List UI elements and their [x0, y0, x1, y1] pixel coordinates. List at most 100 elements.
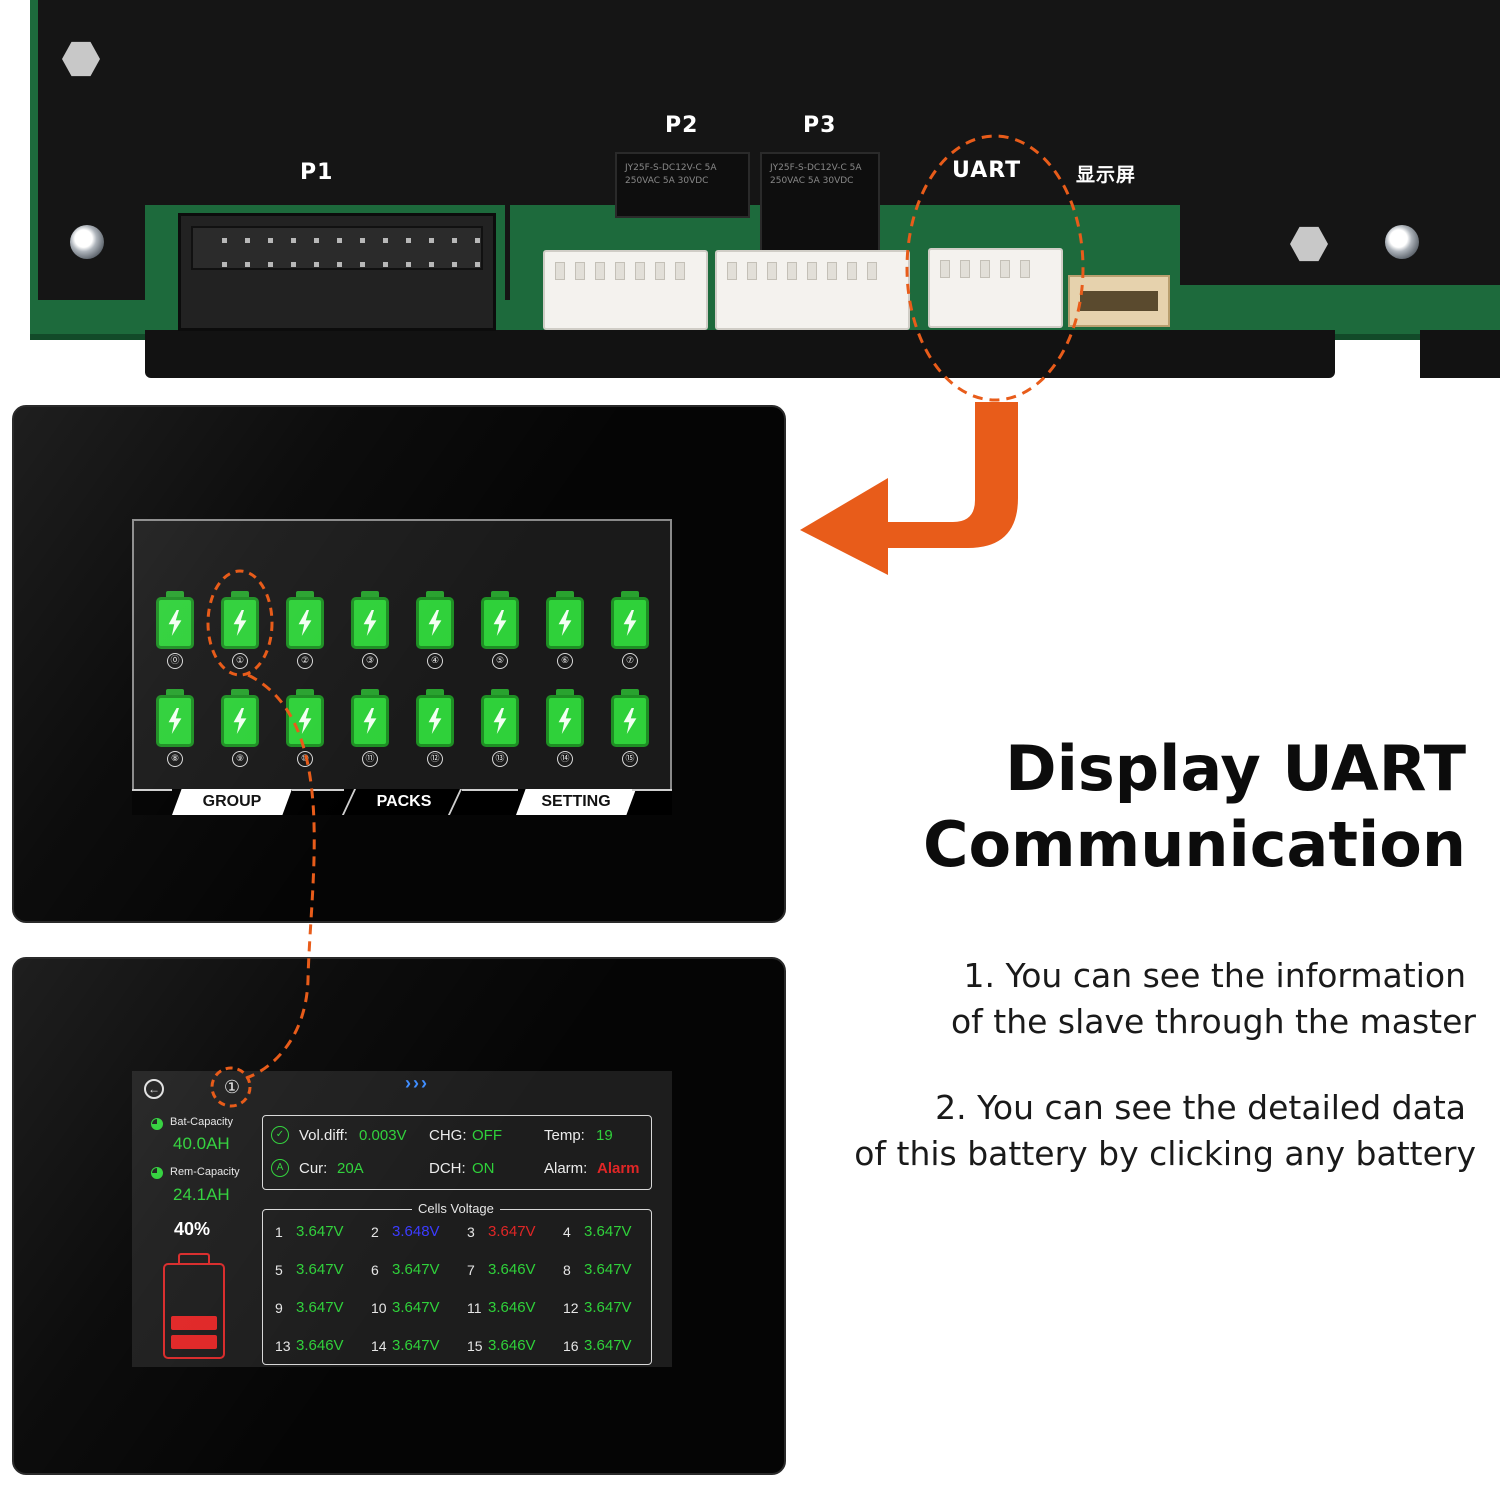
header-pin [337, 262, 342, 267]
cell-index: 9 [275, 1300, 283, 1316]
battery-pack-5[interactable]: ⑤ [479, 591, 521, 669]
next-chevrons-icon[interactable]: ››› [405, 1073, 429, 1093]
battery-charging-icon [286, 695, 324, 747]
connector-slot [980, 260, 990, 278]
dch-label: DCH: [429, 1160, 466, 1177]
header-pin [475, 238, 480, 243]
battery-pack-1[interactable]: ① [219, 591, 261, 669]
connector-slot [1020, 260, 1030, 278]
pack-number-badge: ① [223, 1077, 241, 1097]
connector-slot [847, 262, 857, 280]
lightning-bolt-icon [233, 610, 247, 636]
battery-cap [361, 591, 379, 598]
lightning-bolt-icon [233, 708, 247, 734]
battery-pack-13[interactable]: ⑬ [479, 689, 521, 767]
pack-number-label: ⑧ [167, 751, 183, 767]
battery-pack-12[interactable]: ⑫ [414, 689, 456, 767]
tab-setting[interactable]: SETTING [516, 789, 636, 815]
description-item2-line2: of this battery by clicking any battery [854, 1134, 1476, 1173]
battery-cap [426, 591, 444, 598]
temp-value: 19 [596, 1127, 613, 1144]
battery-pack-0[interactable]: ⓪ [154, 591, 196, 669]
battery-pack-15[interactable]: ⑮ [609, 689, 651, 767]
cover-notch-right [1180, 285, 1500, 300]
screw-icon [1385, 225, 1419, 259]
tab-group[interactable]: GROUP [172, 789, 292, 815]
header-pin [475, 262, 480, 267]
battery-pack-2[interactable]: ② [284, 591, 326, 669]
p1-header-connector [178, 213, 496, 331]
header-pin [452, 262, 457, 267]
hex-bolt-icon [62, 41, 100, 77]
tab-divider-line [292, 789, 344, 791]
label-p1: P1 [300, 160, 334, 185]
battery-charging-icon [546, 695, 584, 747]
battery-pack-8[interactable]: ⑧ [154, 689, 196, 767]
battery-pack-6[interactable]: ⑥ [544, 591, 586, 669]
connector-slot [635, 262, 645, 280]
display-device-detail: ← ① ››› Bat-Capacity 40.0AH Rem-Capacity… [12, 957, 786, 1475]
lightning-bolt-icon [168, 610, 182, 636]
cell-index: 2 [371, 1224, 379, 1240]
header-pin [360, 238, 365, 243]
battery-cap [361, 689, 379, 696]
description-item1-line2: of the slave through the master [950, 1002, 1476, 1041]
battery-pack-7[interactable]: ⑦ [609, 591, 651, 669]
cur-label: Cur: [299, 1160, 328, 1177]
check-gauge-icon: ✓ [271, 1126, 289, 1144]
label-display: 显示屏 [1076, 164, 1137, 186]
tab-packs[interactable]: PACKS [376, 793, 432, 810]
pack-number-label: ④ [427, 653, 443, 669]
cell-index: 12 [563, 1300, 579, 1316]
connector-slot [655, 262, 665, 280]
board-bottom-plate-right [1420, 330, 1500, 378]
battery-cap [231, 689, 249, 696]
battery-pack-4[interactable]: ④ [414, 591, 456, 669]
screw-icon [70, 225, 104, 259]
lightning-bolt-icon [493, 610, 507, 636]
battery-pack-10[interactable]: ⑩ [284, 689, 326, 767]
header-pin [452, 238, 457, 243]
connector-slot [675, 262, 685, 280]
lightning-bolt-icon [428, 610, 442, 636]
dch-value: ON [472, 1160, 495, 1177]
battery-pack-9[interactable]: ⑨ [219, 689, 261, 767]
cell-index: 7 [467, 1262, 475, 1278]
header-pin [360, 262, 365, 267]
cell-index: 4 [563, 1224, 571, 1240]
lightning-bolt-icon [428, 708, 442, 734]
cell-index: 14 [371, 1338, 387, 1354]
pack-number-label: ⑦ [622, 653, 638, 669]
voldiff-label: Vol.diff: [299, 1127, 348, 1144]
pack-number-label: ⑩ [297, 751, 313, 767]
cell-voltage: 3.647V [296, 1223, 344, 1240]
back-arrow-icon[interactable]: ← [144, 1079, 164, 1099]
cell-voltage: 3.647V [392, 1299, 440, 1316]
battery-pack-3[interactable]: ③ [349, 591, 391, 669]
soc-fill-bar [171, 1316, 217, 1330]
relay-p2: JY25F-S-DC12V-C 5A 250VAC 5A 30VDC [615, 152, 750, 218]
detail-screen: ← ① ››› Bat-Capacity 40.0AH Rem-Capacity… [132, 1071, 672, 1367]
uart-arrow [800, 402, 1018, 575]
tab-divider-line [462, 789, 518, 791]
pack-number-label: ⑥ [557, 653, 573, 669]
battery-cap [556, 591, 574, 598]
battery-charging-icon [156, 695, 194, 747]
chg-value: OFF [472, 1127, 502, 1144]
label-uart: UART [952, 158, 1022, 183]
pack-number-label: ⓪ [167, 653, 183, 669]
connector-slot [555, 262, 565, 280]
connector-slot [615, 262, 625, 280]
header-pin [268, 238, 273, 243]
detail-screen-content: ← ① ››› Bat-Capacity 40.0AH Rem-Capacity… [132, 1071, 672, 1367]
connector-slot [575, 262, 585, 280]
battery-pack-14[interactable]: ⑭ [544, 689, 586, 767]
cells-voltage-title: Cells Voltage [412, 1201, 500, 1216]
battery-pack-11[interactable]: ⑪ [349, 689, 391, 767]
tab-divider-line [132, 789, 172, 791]
header-pin [222, 262, 227, 267]
ampere-icon: A [271, 1159, 289, 1177]
voldiff-value: 0.003V [359, 1127, 407, 1144]
pack-number-label: ⑪ [362, 751, 378, 767]
